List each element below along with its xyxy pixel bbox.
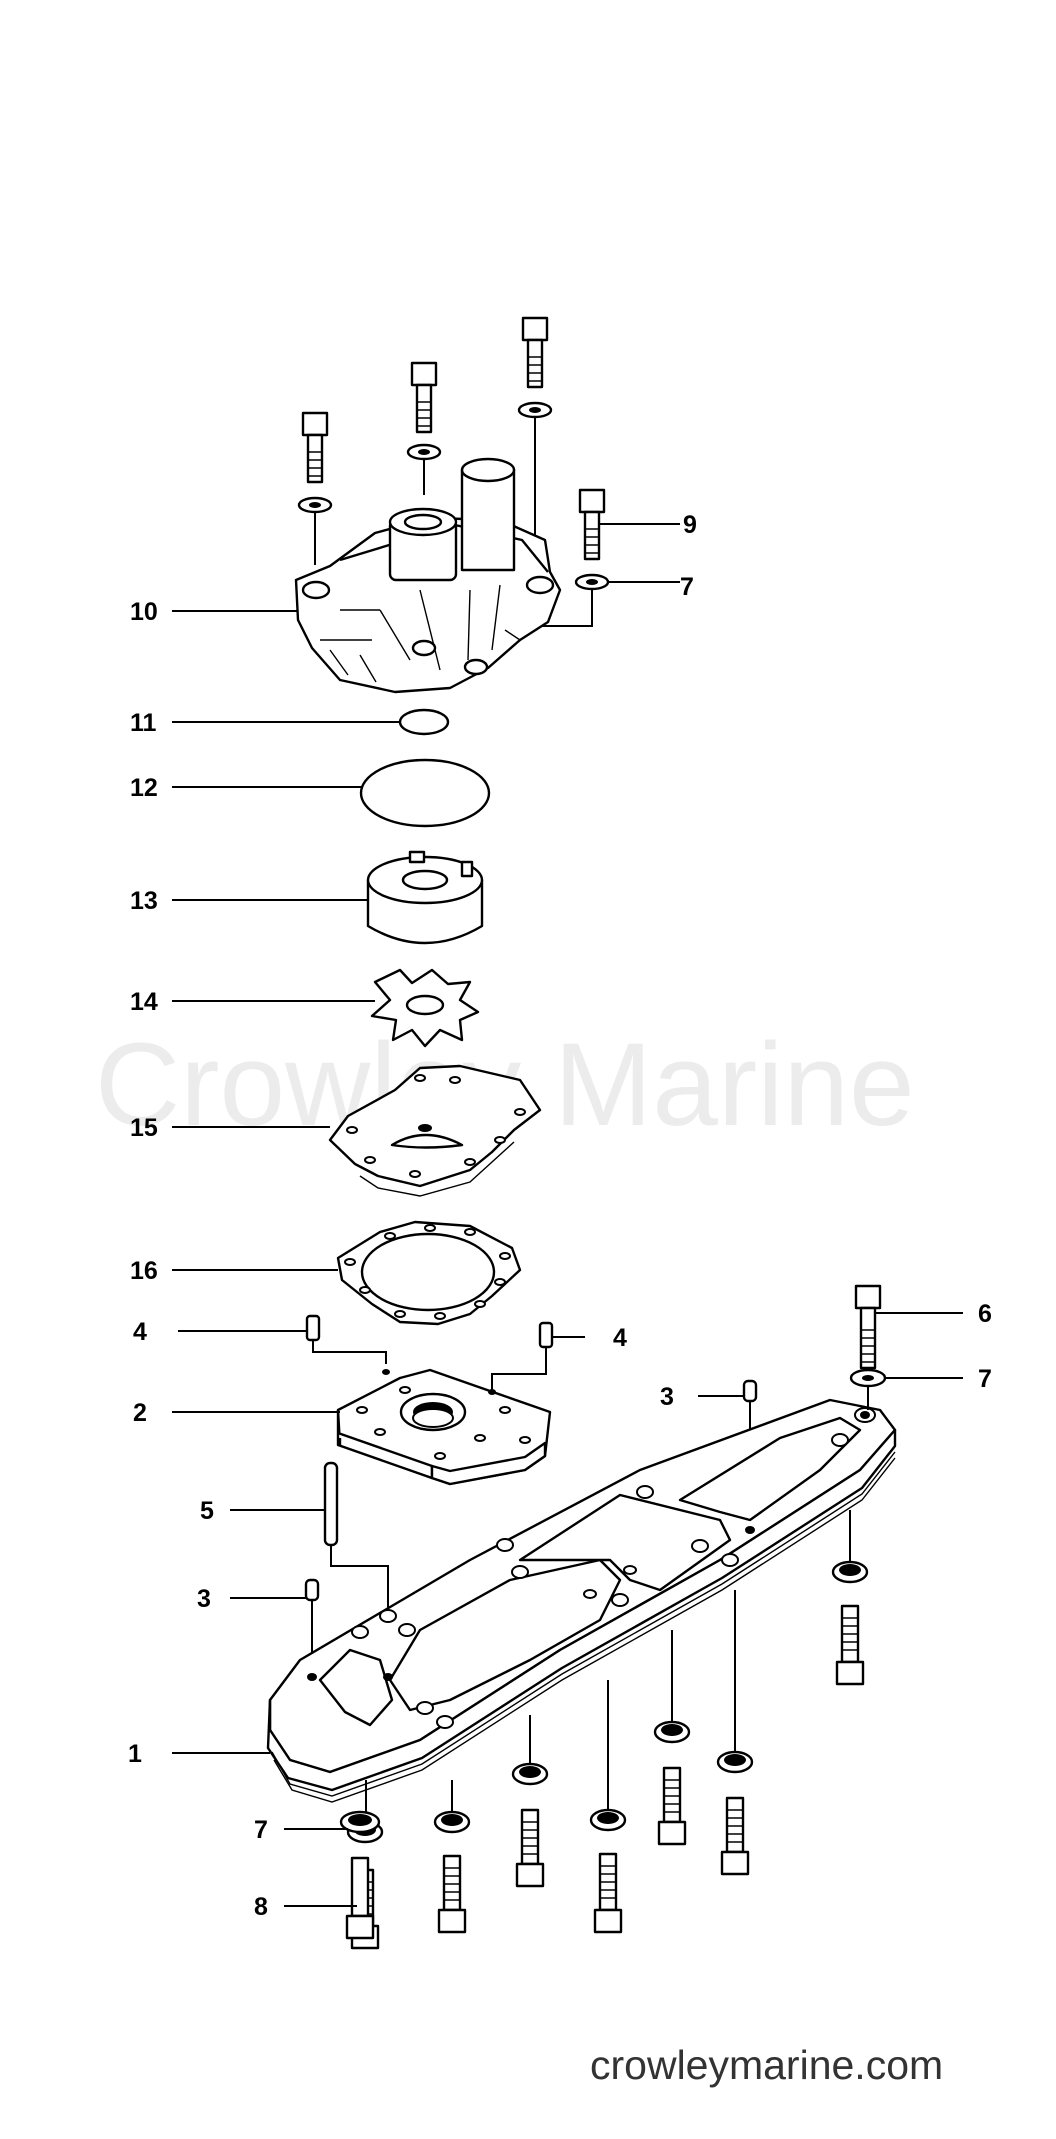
callout-9: 9 <box>683 511 697 539</box>
small-o-ring <box>398 708 450 736</box>
callout-1: 1 <box>128 1740 142 1768</box>
callout-16: 16 <box>130 1257 158 1285</box>
dowel-pin-left <box>305 1314 321 1342</box>
face-plate <box>328 1064 542 1197</box>
callout-13: 13 <box>130 887 158 915</box>
water-tube-pin <box>323 1461 339 1547</box>
footer-url: crowleymarine.com <box>590 2042 943 2088</box>
bottom-bolt-2 <box>433 1780 471 1934</box>
pump-housing-bolt-1 <box>297 411 333 514</box>
bottom-bolt-3 <box>511 1715 549 1888</box>
mounting-bolt-top <box>854 1284 882 1370</box>
callout-6: 6 <box>978 1300 992 1328</box>
callout-7-bottom: 7 <box>254 1816 268 1844</box>
bottom-bolt-6 <box>716 1590 754 1876</box>
pump-housing-bolt-4 <box>574 488 610 591</box>
callout-3-left: 3 <box>197 1585 211 1613</box>
bottom-bolt-8 <box>339 1810 381 1940</box>
callout-5: 5 <box>200 1497 214 1525</box>
callout-10: 10 <box>130 598 158 626</box>
callout-4-left: 4 <box>133 1318 147 1346</box>
large-o-ring <box>359 758 491 828</box>
pump-housing-bolt-3 <box>517 316 553 419</box>
callout-14: 14 <box>130 988 158 1016</box>
bottom-bolt-5 <box>653 1630 691 1846</box>
callout-labels: 1 2 3 3 4 4 5 6 7 7 7 8 9 10 11 12 13 14… <box>128 511 992 1921</box>
locating-pin-left <box>304 1578 320 1602</box>
callout-4-right: 4 <box>613 1324 627 1352</box>
bottom-bolt-7 <box>831 1510 869 1686</box>
impeller-insert <box>366 850 484 945</box>
bottom-bolt-4 <box>589 1680 627 1934</box>
pump-housing <box>294 457 562 694</box>
adapter-plate <box>336 1368 552 1486</box>
callout-7-right: 7 <box>978 1365 992 1393</box>
base-plate <box>266 1398 897 1803</box>
callout-15: 15 <box>130 1114 158 1142</box>
dowel-pin-right <box>538 1321 554 1349</box>
pump-housing-bolt-2 <box>406 361 442 461</box>
callout-7-top: 7 <box>680 573 694 601</box>
locating-pin-right <box>742 1379 758 1403</box>
callout-11: 11 <box>130 709 157 737</box>
callout-leaders <box>172 523 963 1907</box>
callout-8: 8 <box>254 1893 268 1921</box>
washer-top <box>849 1368 887 1388</box>
impeller <box>370 968 480 1048</box>
callout-2: 2 <box>133 1399 147 1427</box>
callout-3-right: 3 <box>660 1383 674 1411</box>
gasket <box>336 1220 522 1326</box>
callout-12: 12 <box>130 774 158 802</box>
